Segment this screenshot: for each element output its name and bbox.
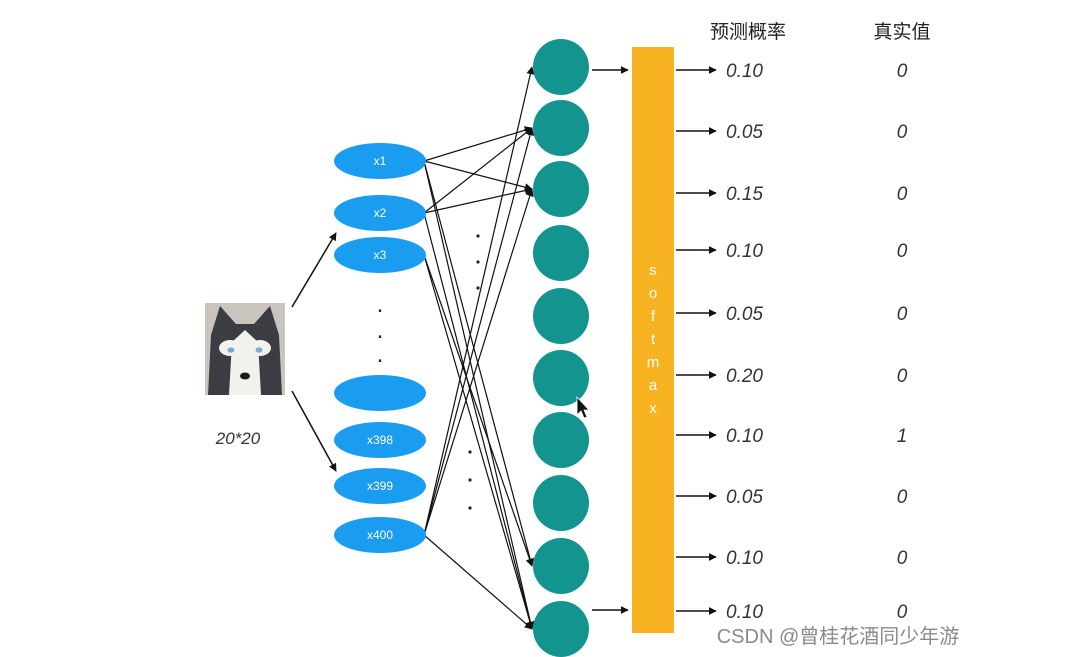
truth-value: 0 bbox=[897, 241, 908, 262]
connection-line bbox=[423, 534, 533, 630]
hidden-ellipsis bbox=[468, 234, 480, 510]
probability-header: 预测概率 bbox=[710, 21, 786, 43]
output-node bbox=[533, 412, 589, 468]
input-node bbox=[334, 195, 426, 231]
input-node bbox=[334, 375, 426, 411]
truth-value: 0 bbox=[897, 548, 908, 569]
probability-value: 0.05 bbox=[726, 122, 763, 143]
connection-line bbox=[423, 254, 534, 630]
output-node bbox=[533, 475, 589, 531]
input-ellipsis-dot: . bbox=[377, 341, 384, 368]
input-node bbox=[334, 517, 426, 553]
output-layer bbox=[533, 39, 589, 657]
output-node bbox=[533, 161, 589, 217]
connection-line bbox=[423, 160, 533, 192]
input-node-label: x1 bbox=[374, 154, 387, 168]
softmax-letter: f bbox=[651, 308, 656, 325]
probability-value: 0.05 bbox=[726, 487, 763, 508]
output-node bbox=[533, 538, 589, 594]
input-ellipsis-dot: . bbox=[377, 317, 384, 344]
input-node bbox=[334, 468, 426, 504]
probability-value: 0.10 bbox=[726, 602, 763, 623]
probability-value: 0.10 bbox=[726, 61, 763, 82]
truth-value: 0 bbox=[897, 304, 908, 325]
image-arrow-up bbox=[291, 232, 337, 308]
input-node bbox=[334, 237, 426, 273]
input-node-label: x3 bbox=[374, 248, 387, 262]
probability-value: 0.20 bbox=[726, 366, 763, 387]
output-node bbox=[533, 225, 589, 281]
probability-value: 0.10 bbox=[726, 426, 763, 447]
softmax-bar bbox=[632, 47, 674, 633]
image-size-label: 20*20 bbox=[215, 429, 261, 448]
truth-value: 0 bbox=[897, 61, 908, 82]
softmax-letter: t bbox=[651, 331, 656, 348]
probability-value: 0.10 bbox=[726, 241, 763, 262]
connection-line bbox=[423, 126, 533, 162]
image-arrow-down bbox=[291, 390, 337, 472]
connection-lines bbox=[423, 66, 535, 630]
probability-value: 0.15 bbox=[726, 184, 763, 205]
truth-value: 0 bbox=[897, 184, 908, 205]
softmax-letter: s bbox=[649, 262, 657, 279]
output-node bbox=[533, 288, 589, 344]
probability-value: 0.10 bbox=[726, 548, 763, 569]
truth-value: 0 bbox=[897, 602, 908, 623]
softmax-letter: x bbox=[649, 400, 657, 417]
input-node bbox=[334, 143, 426, 179]
connection-line bbox=[423, 127, 533, 214]
probability-value: 0.05 bbox=[726, 304, 763, 325]
connection-line bbox=[423, 66, 535, 536]
softmax-letter: m bbox=[647, 354, 660, 371]
output-node bbox=[533, 350, 589, 406]
connection-line bbox=[423, 186, 533, 214]
input-node-label: x398 bbox=[367, 433, 393, 447]
softmax-letter: a bbox=[649, 377, 658, 394]
output-node bbox=[533, 601, 589, 657]
connection-line bbox=[423, 188, 534, 536]
input-node bbox=[334, 422, 426, 458]
output-node bbox=[533, 100, 589, 156]
connection-line bbox=[423, 127, 535, 536]
truth-value: 0 bbox=[897, 366, 908, 387]
connection-line bbox=[423, 212, 535, 630]
connection-line bbox=[423, 160, 535, 630]
input-node-label: x2 bbox=[374, 206, 387, 220]
softmax-letter: o bbox=[649, 285, 657, 302]
connection-line bbox=[423, 254, 534, 567]
input-ellipsis-dot: . bbox=[377, 291, 384, 318]
input-node-label: x399 bbox=[367, 479, 393, 493]
probability-column: 0.10 0 0.05 0 0.15 0 0.10 0 0.05 0 0.20 0 0.10 1 0.05 0… bbox=[676, 61, 908, 623]
input-layer: x1 x2 x3 x398 x399 x400 bbox=[334, 143, 426, 553]
truth-value: 0 bbox=[897, 487, 908, 508]
cursor-icon bbox=[576, 395, 590, 419]
input-node-label: x400 bbox=[367, 528, 393, 542]
truth-header: 真实值 bbox=[873, 21, 930, 43]
watermark: CSDN @曾桂花酒同少年游 bbox=[717, 625, 960, 648]
truth-value: 1 bbox=[897, 426, 908, 447]
husky-image bbox=[205, 303, 285, 395]
output-node bbox=[533, 39, 589, 95]
truth-value: 0 bbox=[897, 122, 908, 143]
